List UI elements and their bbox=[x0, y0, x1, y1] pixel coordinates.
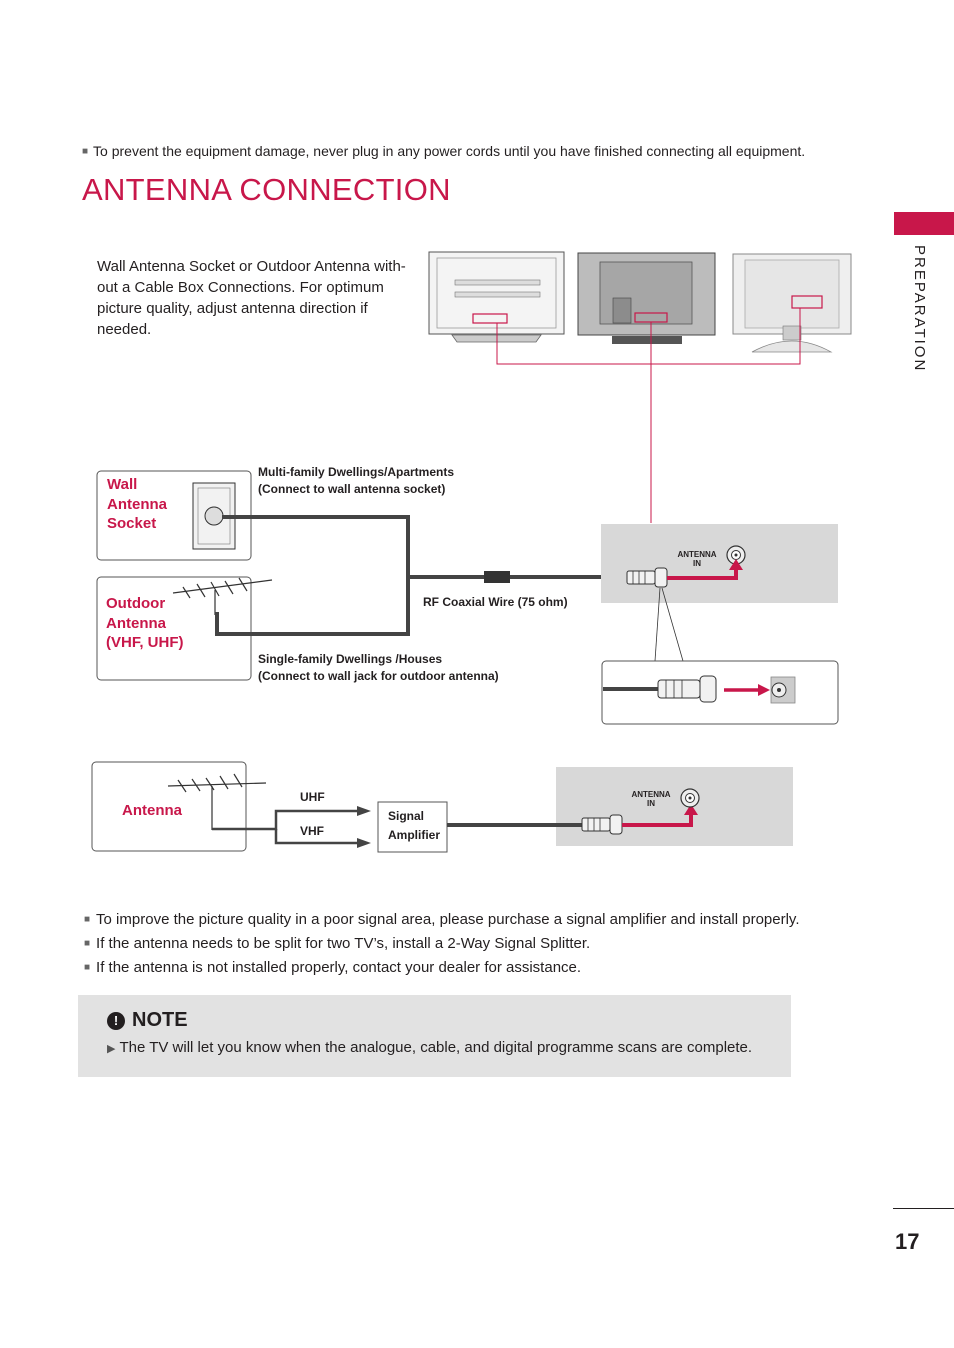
amp-coax-plug-icon bbox=[581, 814, 623, 835]
rf-wire-caption: RF Coaxial Wire (75 ohm) bbox=[423, 595, 568, 609]
tv-callout-lines bbox=[496, 308, 801, 523]
arrow-head-icon bbox=[729, 559, 743, 570]
intro-line: needed. bbox=[97, 321, 152, 338]
antenna-input-panel-2 bbox=[556, 767, 793, 846]
closeup-port-icon bbox=[770, 676, 796, 704]
power-warning: ■ To prevent the equipment damage, never … bbox=[82, 143, 805, 159]
exclamation-icon: ! bbox=[107, 1012, 125, 1030]
bullet-square-icon: ■ bbox=[84, 914, 91, 925]
uhf-label: UHF bbox=[300, 790, 325, 804]
intro-line: out a Cable Box Connections. For optimum bbox=[97, 279, 384, 296]
list-item: ■ If the antenna is not installed properl… bbox=[84, 957, 844, 978]
tv-back-lcd-dark bbox=[577, 252, 716, 344]
bullet-square-icon: ■ bbox=[82, 146, 89, 157]
connection-arrow bbox=[667, 568, 738, 580]
multi-family-caption: Multi-family Dwellings/Apartments bbox=[258, 465, 454, 479]
section-label: Preparation bbox=[911, 245, 928, 373]
wall-socket-label-line: Antenna bbox=[107, 496, 168, 513]
intro-line: picture quality, adjust antenna directio… bbox=[97, 300, 368, 317]
multi-family-caption: (Connect to wall antenna socket) bbox=[258, 482, 445, 496]
list-item: ■ If the antenna needs to be split for tw… bbox=[84, 933, 844, 954]
tips-list: ■ To improve the picture quality in a poo… bbox=[84, 909, 844, 981]
single-family-caption: (Connect to wall jack for outdoor antenn… bbox=[258, 669, 499, 683]
vhf-arrow-head-icon bbox=[357, 838, 371, 848]
vhf-label: VHF bbox=[300, 824, 324, 838]
outdoor-antenna-icon bbox=[172, 577, 273, 615]
page-number: 17 bbox=[895, 1229, 920, 1254]
power-warning-text: To prevent the equipment damage, never p… bbox=[93, 143, 806, 159]
outdoor-antenna-label-line: Outdoor bbox=[106, 595, 165, 612]
tv-back-lcd-light bbox=[732, 253, 852, 353]
outdoor-antenna-label-line: (VHF, UHF) bbox=[106, 634, 184, 651]
page-title: Antenna connection bbox=[82, 172, 451, 207]
uhf-vhf-leads bbox=[212, 809, 360, 845]
wall-socket-label-line: Socket bbox=[107, 515, 156, 532]
page-number-rule bbox=[893, 1208, 954, 1209]
amp-antenna-label: Antenna bbox=[122, 802, 183, 819]
coax-ferrite-core bbox=[484, 571, 510, 583]
tip-text: If the antenna needs to be split for two… bbox=[96, 935, 591, 952]
antenna-input-panel bbox=[601, 524, 838, 603]
bullet-square-icon: ■ bbox=[84, 962, 91, 973]
coax-plug-icon bbox=[626, 567, 668, 588]
intro-line: Wall Antenna Socket or Outdoor Antenna w… bbox=[97, 258, 406, 275]
connector-closeup-box bbox=[601, 660, 839, 725]
outdoor-antenna-box bbox=[96, 576, 252, 681]
note-text: The TV will let you know when the analog… bbox=[119, 1039, 753, 1056]
antenna-in-port-icon-2 bbox=[680, 788, 700, 808]
closeup-plug-icon bbox=[657, 675, 717, 703]
antenna-in-port-icon bbox=[726, 545, 746, 565]
coax-cable bbox=[215, 515, 630, 636]
intro-text: Wall Antenna Socket or Outdoor Antenna w… bbox=[97, 256, 422, 340]
outdoor-antenna-label-line: Antenna bbox=[106, 615, 167, 632]
amplifier-label: Amplifier bbox=[388, 828, 440, 842]
triangle-bullet-icon: ▶ bbox=[107, 1043, 116, 1055]
tip-text: If the antenna is not installed properly… bbox=[96, 959, 582, 976]
antenna-in-label-2: IN bbox=[647, 799, 655, 808]
antenna-connection-diagram: Wall Antenna Socket Outdoor Antenna (VHF… bbox=[91, 251, 852, 853]
closeup-arrow-head-icon bbox=[758, 684, 770, 696]
amp-arrow-head-icon bbox=[684, 804, 698, 815]
antenna-in-label: ANTENNA bbox=[677, 550, 716, 559]
zoom-lines bbox=[654, 587, 684, 662]
single-family-caption: Single-family Dwellings /Houses bbox=[258, 652, 442, 666]
amplifier-label: Signal bbox=[388, 809, 424, 823]
section-tab-marker bbox=[894, 212, 954, 235]
bullet-square-icon: ■ bbox=[84, 938, 91, 949]
uhf-arrow-head-icon bbox=[357, 806, 371, 816]
wall-socket-label-line: Wall bbox=[107, 476, 137, 493]
list-item: ■ To improve the picture quality in a poo… bbox=[84, 909, 844, 930]
antenna-icon bbox=[167, 773, 267, 830]
note-item: ▶The TV will let you know when the analo… bbox=[107, 1039, 752, 1056]
note-heading: Note bbox=[132, 1009, 188, 1031]
tv-back-plasma bbox=[428, 251, 565, 343]
amp-connection-arrow bbox=[622, 813, 693, 827]
antenna-in-label: IN bbox=[693, 559, 701, 568]
antenna-in-label-2: ANTENNA bbox=[631, 790, 670, 799]
note-box bbox=[78, 995, 791, 1077]
tip-text: To improve the picture quality in a poor… bbox=[96, 911, 800, 928]
